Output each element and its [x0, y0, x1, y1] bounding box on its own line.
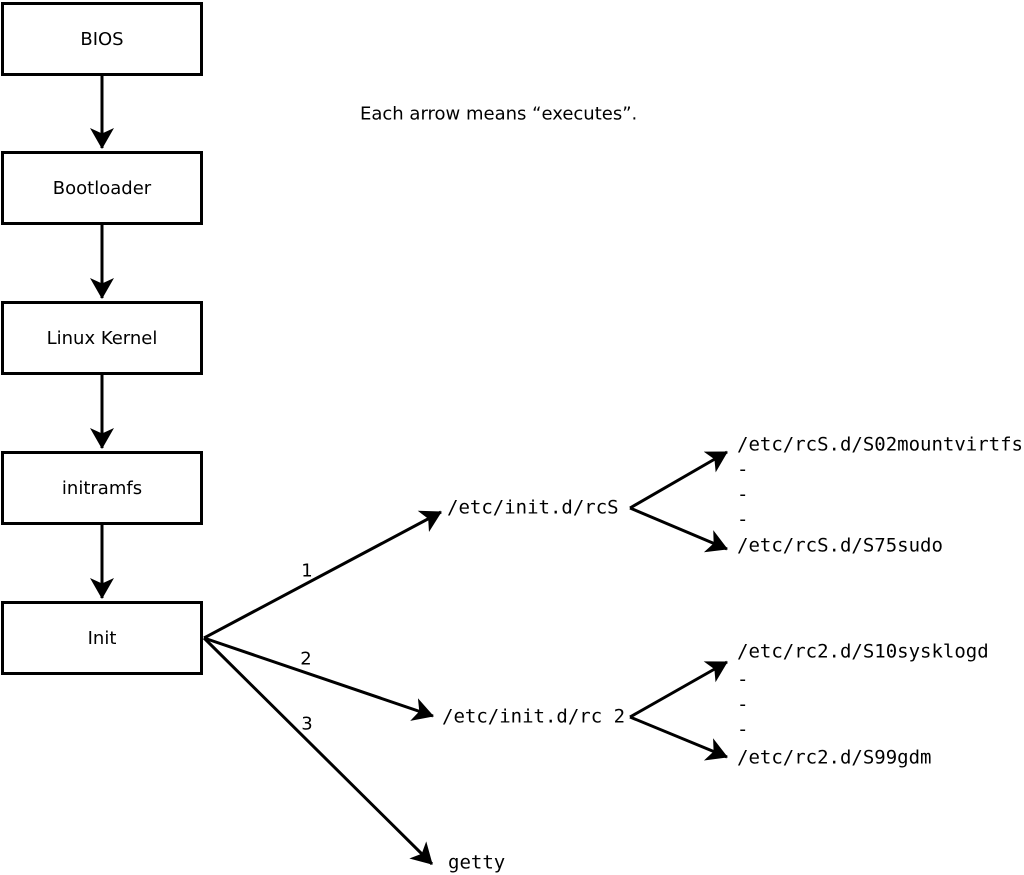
- arrow-rc2-to-s10sysklogd: [629, 660, 728, 719]
- rc2-script-item: -: [737, 718, 749, 741]
- branch-target-getty: getty: [448, 851, 506, 874]
- node-bootloader-label: Bootloader: [52, 177, 152, 199]
- rcs-script-item: /etc/rcS.d/S75sudo: [737, 534, 943, 557]
- arrow-init-to-rcs: [203, 510, 442, 640]
- node-bios-label: BIOS: [80, 28, 124, 50]
- node-initramfs: initramfs: [1, 451, 203, 525]
- branch-target-rcs: /etc/init.d/rcS: [447, 496, 619, 519]
- arrow-rcs-to-s02mountvirtfs: [629, 450, 728, 510]
- branch-order-label-1: 1: [301, 560, 313, 582]
- node-linux-kernel-label: Linux Kernel: [46, 327, 158, 349]
- node-initramfs-label: initramfs: [61, 477, 143, 499]
- rcs-script-item: /etc/rcS.d/S02mountvirtfs: [737, 433, 1023, 456]
- node-bootloader: Bootloader: [1, 151, 203, 225]
- branch-order-label-3: 3: [301, 713, 313, 735]
- node-init: Init: [1, 601, 203, 675]
- rcs-script-item: -: [737, 458, 749, 481]
- arrow-rc2-to-s99gdm: [629, 715, 728, 761]
- branch-target-rc2: /etc/init.d/rc 2: [442, 705, 626, 728]
- node-bios: BIOS: [1, 2, 203, 76]
- rc2-script-item: /etc/rc2.d/S10sysklogd: [737, 640, 989, 663]
- rc2-script-item: /etc/rc2.d/S99gdm: [737, 746, 932, 769]
- node-init-label: Init: [87, 627, 117, 649]
- arrow-init-to-getty: [202, 636, 434, 866]
- caption: Each arrow means “executes”.: [360, 103, 638, 125]
- rc2-script-item: -: [737, 668, 749, 691]
- rcs-script-item: -: [737, 508, 749, 531]
- arrow-rcs-to-s75sudo: [629, 506, 728, 553]
- node-linux-kernel: Linux Kernel: [1, 301, 203, 375]
- rcs-script-item: -: [737, 483, 749, 506]
- rc2-script-item: -: [737, 693, 749, 716]
- branch-order-label-2: 2: [300, 648, 312, 670]
- arrow-init-to-rc2: [203, 636, 434, 721]
